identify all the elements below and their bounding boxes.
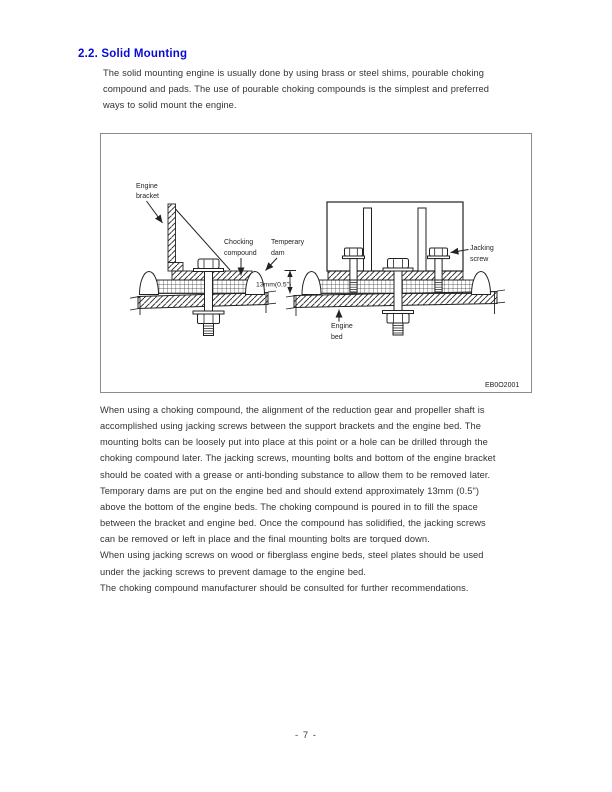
- text-line: The solid mounting engine is usually don…: [103, 68, 484, 78]
- bracket-brace-line: [175, 208, 231, 271]
- text-line: When using a choking compound, the align…: [100, 405, 485, 415]
- temperary-dam-leader: [265, 257, 278, 271]
- intro-paragraph: The solid mounting engine is usually don…: [103, 65, 489, 113]
- text-line: under the jacking screws to prevent dama…: [100, 566, 366, 577]
- engine-rod-2: [417, 207, 427, 272]
- engine-bracket-shape: [167, 203, 176, 263]
- text-line: between the bracket and engine bed. Once…: [100, 518, 486, 529]
- figure-box: 13mm(0.5") Engine bracket Chocking compo…: [100, 133, 532, 393]
- temporary-dam-right: [470, 271, 492, 295]
- section-heading: 2.2. Solid Mounting: [78, 48, 188, 60]
- bed-end-ticks: [295, 291, 495, 316]
- bed-end-ticks: [139, 292, 267, 315]
- engine-rod-1: [363, 207, 372, 272]
- figure-border: [100, 133, 532, 393]
- text-line: above the bottom of the engine beds. The…: [100, 501, 478, 512]
- engine-bed-left: [137, 291, 269, 310]
- mounting-diagram: 13mm(0.5") Engine bracket Chocking compo…: [100, 133, 532, 393]
- engine-bed-label: bed: [331, 334, 343, 341]
- jacking-screw-label: Jacking: [470, 245, 494, 252]
- jacking-screw-label: screw: [470, 256, 489, 263]
- text-line: mounting bolts can be loosely put into p…: [100, 437, 488, 448]
- temporary-dam-left: [301, 271, 322, 295]
- temperary-dam-label: Temperary: [271, 239, 305, 246]
- bed-edge-marks: [129, 290, 277, 311]
- engine-bracket-label: Engine: [136, 183, 158, 190]
- right-assembly: [285, 201, 506, 336]
- figure-labels: Engine bracket Chocking compound Tempera…: [136, 183, 519, 389]
- engine-bracket-foot: [167, 262, 184, 272]
- text-line: ways to solid mount the engine.: [103, 100, 237, 111]
- temporary-dam-left: [138, 271, 160, 295]
- text-line: Temporary dams are put on the engine bed…: [100, 485, 479, 496]
- engine-bed-label: Engine: [331, 323, 353, 330]
- text-line: choking compound later. The jacking scre…: [100, 453, 496, 464]
- jacking-screw-leader: [450, 247, 469, 255]
- temperary-dam-label: dam: [271, 250, 285, 257]
- left-assembly: [129, 203, 277, 336]
- chocking-compound-label: compound: [224, 250, 257, 257]
- text-line: The choking compound manufacturer should…: [100, 582, 469, 593]
- text-line: accomplished using jacking screws betwee…: [100, 421, 481, 432]
- engine-bracket-leader: [146, 200, 163, 224]
- engine-bracket-label: bracket: [136, 193, 159, 200]
- dimension-13mm: 13mm(0.5"): [256, 270, 296, 294]
- chocking-compound-label: Chocking: [224, 239, 253, 246]
- text-line: should be coated with a grease or anti-b…: [100, 469, 491, 480]
- dimension-label: 13mm(0.5"): [256, 282, 291, 289]
- page-number: - 7 -: [295, 730, 317, 741]
- figure-code: EB0O2001: [485, 382, 519, 389]
- text-line: compound and pads. The use of pourable c…: [103, 84, 489, 95]
- text-line: When using jacking screws on wood or fib…: [100, 550, 484, 561]
- temporary-dam-right: [244, 271, 266, 295]
- body-text: When using a choking compound, the align…: [100, 402, 496, 596]
- bed-edge-marks: [285, 289, 506, 310]
- text-line: can be removed or left in place and the …: [100, 534, 430, 545]
